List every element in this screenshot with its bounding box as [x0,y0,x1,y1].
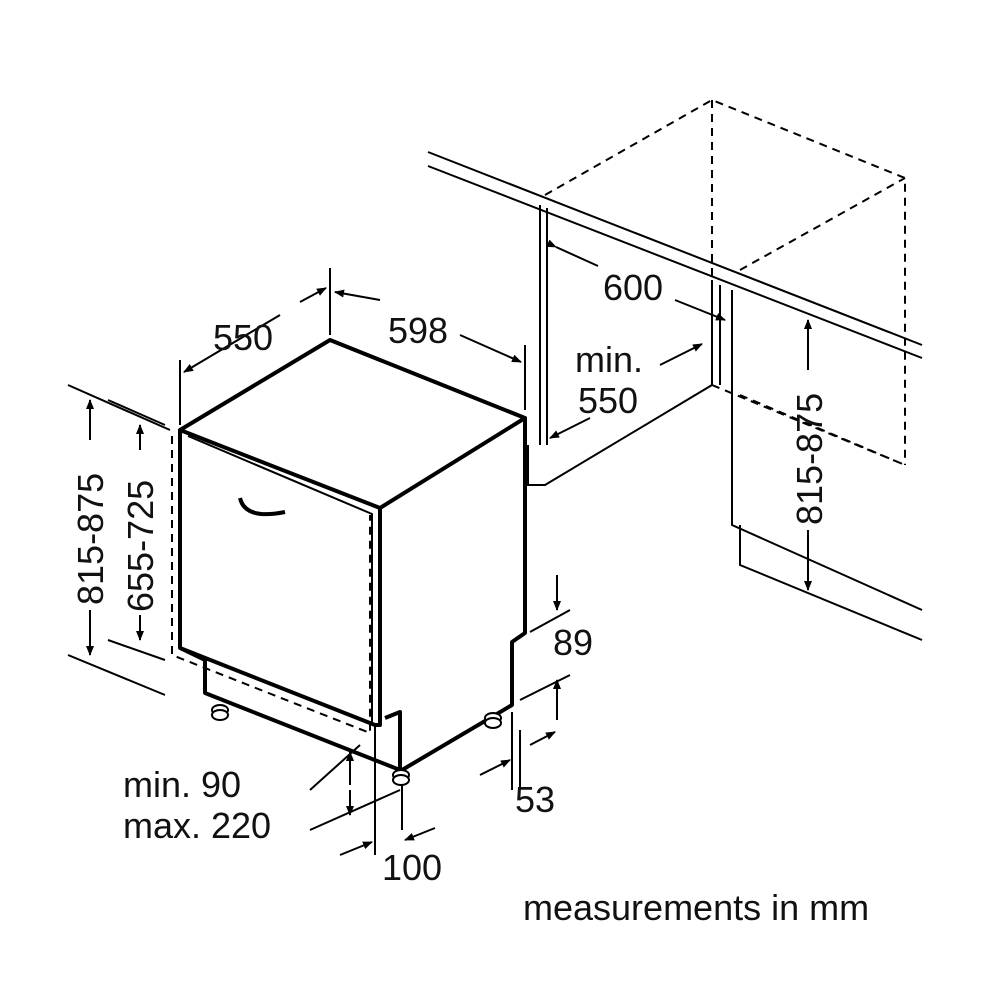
niche-depth-value-label: 550 [578,380,638,421]
foot-distance-label: 100 [382,847,442,888]
appliance-height-label: 815-875 [70,473,111,605]
plinth-setback-label: 53 [515,779,555,820]
niche-depth-arrow-top [659,343,703,366]
kitchen-niche [427,98,923,641]
foot-icon [211,704,229,721]
door-height-label: 655-725 [120,480,161,612]
foot-icon [392,769,410,786]
plinth-min-label: min. 90 [123,764,241,805]
dishwasher [171,338,527,786]
niche-height-label: 815-875 [789,393,830,525]
width-label: 598 [388,310,448,351]
dimension-lines [67,268,571,856]
niche-width-arrow-left [546,239,599,267]
niche-width-arrow-right [674,299,726,321]
niche-width-label: 600 [603,267,663,308]
niche-depth-min-label: min. [575,339,643,380]
niche-depth-arrow-bottom [549,417,591,439]
foot-icon [484,712,502,729]
plinth-height-label: 89 [553,622,593,663]
plinth-max-label: max. 220 [123,805,271,846]
door-handle-icon [238,497,286,517]
units-note: measurements in mm [523,887,869,928]
depth-label: 550 [213,317,273,358]
